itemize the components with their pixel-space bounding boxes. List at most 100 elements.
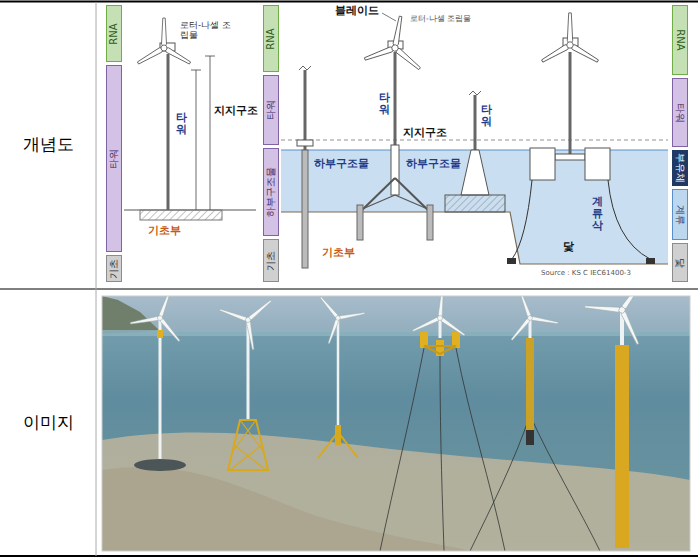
label-holder: 블레이드 [335, 4, 379, 17]
layer-band: 닻 [672, 243, 688, 282]
part-name: 로터-나셀 조립물 [410, 14, 471, 23]
band-label: 부유체 [675, 153, 685, 183]
dimension-lines [191, 56, 215, 210]
cut-mark [469, 91, 481, 95]
cut-mark [299, 66, 311, 70]
label-holder: 로터-나셀 조립물 [410, 14, 471, 23]
mooring-line [608, 180, 650, 259]
semisub-turbine [380, 296, 505, 551]
part-name: 기초부 [322, 246, 355, 259]
brace [395, 178, 430, 212]
table-rule [0, 555, 698, 557]
brace [360, 178, 395, 212]
row-header: 이미지 [0, 412, 96, 432]
label-holder: 로터-나셀 조립물 [180, 20, 232, 40]
float-column [530, 148, 555, 180]
sea-section [281, 140, 668, 264]
band-label: 타워 [109, 149, 119, 169]
anchor [646, 258, 655, 264]
rotor [541, 13, 599, 63]
leader-line [382, 13, 396, 21]
cliff [102, 296, 160, 334]
monopile-turbine [582, 296, 671, 548]
tower [569, 52, 572, 155]
brace [360, 195, 395, 210]
label-holder: 타워 [176, 112, 187, 136]
band-label: 타워 [675, 103, 685, 123]
monopile [297, 66, 313, 268]
tower [394, 52, 397, 145]
row-header: 개념도 [0, 134, 96, 154]
band-label: 기초 [109, 259, 119, 279]
band-label: 타워 [266, 100, 276, 120]
tower [167, 54, 170, 210]
tower [474, 95, 477, 150]
sky [102, 296, 690, 332]
seabed [102, 432, 690, 551]
label-holder: 이미지 [0, 412, 96, 432]
layer-band: RNA [106, 5, 122, 62]
source-note: Source : KS C IEC61400-3 [540, 269, 632, 277]
pile [357, 205, 363, 240]
label-holder: 기초부 [322, 246, 355, 259]
column [391, 145, 399, 195]
offshore-scene [102, 296, 690, 551]
band-label: RNA [266, 28, 276, 49]
layer-band: RNA [263, 5, 279, 72]
platform [297, 140, 313, 146]
layer-band: 타워 [263, 75, 279, 145]
label-holder: 타워 [481, 104, 492, 128]
gravity-turbine [129, 296, 196, 471]
label-holder: 개념도 [0, 134, 96, 154]
cone [461, 150, 489, 195]
label-holder: Source : KS C IEC61400-3 [540, 269, 632, 277]
band-label: 계류 [675, 205, 685, 225]
jacket-turbine [218, 296, 288, 470]
band-label: RNA [675, 29, 685, 50]
label-holder: 닻 [562, 240, 575, 253]
part-name: 기초부 [148, 224, 181, 237]
layer-band: 하부구조물 [263, 148, 279, 236]
label-holder: 지지구조 [213, 104, 259, 117]
label-holder: 하부구조물 [405, 157, 462, 170]
layer-band: 계류 [672, 189, 688, 240]
part-name: 타워 [379, 92, 390, 116]
tripod-turbine [318, 296, 369, 458]
band-label: 닻 [675, 258, 685, 268]
float-column [585, 148, 610, 180]
brace [395, 195, 430, 210]
part-name: 블레이드 [335, 4, 379, 17]
sea-surface [102, 330, 690, 336]
pile [302, 150, 308, 268]
seabed [281, 212, 668, 264]
table-rule [96, 2, 97, 556]
seabed-ridge [102, 467, 470, 551]
part-name: 하부구조물 [313, 157, 370, 170]
band-label: 기초 [266, 251, 276, 271]
layer-band: 타워 [672, 78, 688, 147]
onshore-turbine [124, 18, 256, 220]
part-name: 닻 [562, 240, 575, 253]
deck [555, 154, 585, 160]
part-name: 타워 [176, 112, 187, 136]
mooring-line [512, 180, 532, 259]
part-name: 하부구조물 [405, 157, 462, 170]
layer-band: 타워 [106, 65, 122, 252]
table-rule [0, 1, 698, 3]
floating-turbine [507, 13, 655, 264]
spar-turbine [470, 296, 600, 551]
label-holder: 기초부 [148, 224, 181, 237]
band-label: RNA [109, 23, 119, 44]
part-name: 지지구조 [213, 104, 259, 117]
foundation-hatch [140, 210, 222, 220]
base-slab [445, 195, 505, 212]
anchor [507, 258, 516, 264]
layer-band: 기초 [263, 239, 279, 282]
layer-band: RNA [672, 5, 688, 75]
label-holder: 지지구조 [402, 126, 448, 139]
tower [304, 70, 307, 150]
